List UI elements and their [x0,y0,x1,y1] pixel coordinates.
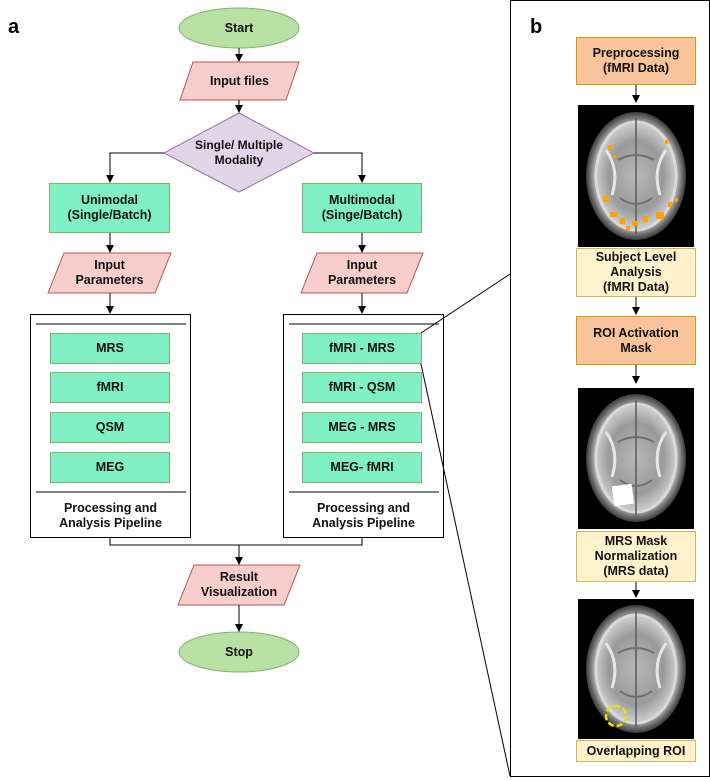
pipeline-right-frame [283,314,444,538]
subject-level-box: Subject Level Analysis (fMRI Data) [576,248,696,297]
panel-a-letter: a [8,16,20,38]
input-params-left-shape [47,252,172,294]
roi-mask-square [611,483,635,507]
multimodal-box: Multimodal (Singe/Batch) [302,183,422,233]
pipeline-left-label: Processing and Analysis Pipeline [59,501,162,530]
input-files-shape [179,61,300,101]
module-fmri-mrs: fMRI - MRS [302,333,422,364]
start-label: Start [224,20,254,35]
input-params-right-label: Input Parameters [327,258,397,287]
module-fmri-qsm: fMRI - QSM [302,372,422,403]
input-params-left-label: Input Parameters [75,258,144,287]
module-meg-fmri: MEG- fMRI [302,452,422,483]
preprocessing-box: Preprocessing (fMRI Data) [576,37,696,85]
module-fmri: fMRI [50,372,170,403]
modality-decision-shape [162,112,316,193]
roi-mask-box: ROI Activation Mask [576,316,696,365]
unimodal-box: Unimodal (Single/Batch) [49,183,170,233]
brain-image-overlap [578,599,694,739]
input-params-right-shape [300,252,424,294]
pipeline-right-label: Processing and Analysis Pipeline [312,501,415,530]
stop-terminal [178,631,300,673]
module-mrs: MRS [50,333,170,364]
result-shape [177,564,301,606]
mrs-mask-box: MRS Mask Normalization (MRS data) [576,531,696,582]
module-meg-mrs: MEG - MRS [302,412,422,443]
module-meg: MEG [50,452,170,483]
overlap-box: Overlapping ROI [576,740,696,762]
pipeline-left-frame [30,314,191,538]
connectors-a [106,48,366,632]
panel-b-letter: b [530,16,543,38]
input-files-label: Input files [209,73,270,88]
overlap-roi-circle [604,704,628,728]
zoom-lines [420,273,511,777]
result-label: Result Visualization [200,570,278,599]
brain-image-fmri [578,105,694,247]
brain-image-roi [578,388,694,529]
panel-b-frame [510,0,710,777]
modality-decision-label: Single/ Multiple Modality [194,138,283,167]
stop-label: Stop [225,644,253,659]
module-qsm: QSM [50,412,170,443]
